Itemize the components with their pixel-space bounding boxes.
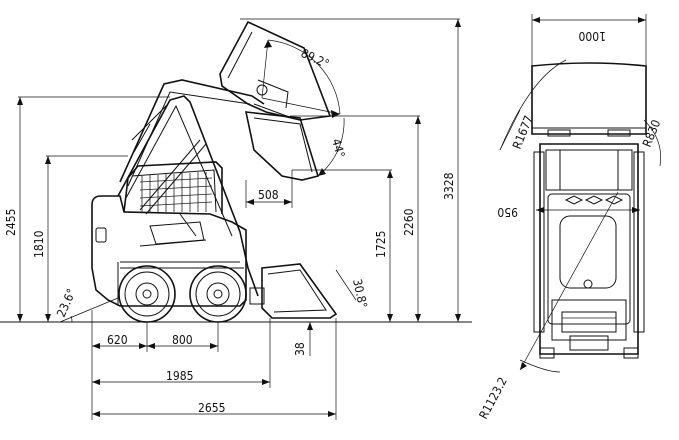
dim-height-3328: 3328: [442, 172, 456, 200]
dim-length-1985: 1985: [166, 369, 193, 383]
dim-line-1725: [387, 170, 393, 322]
dim-angle-30-8: 30.8°: [350, 278, 370, 310]
cab-screen: [139, 172, 213, 212]
chassis-body: [91, 195, 247, 307]
dim-line-1985: [91, 318, 271, 388]
machine-top-body: [539, 143, 639, 355]
bucket-raised: [219, 20, 332, 121]
dim-length-2655: 2655: [198, 401, 225, 415]
dim-height-2455: 2455: [4, 209, 18, 236]
dim-height-2260: 2260: [402, 208, 416, 236]
dim-line-950: [536, 207, 640, 213]
dim-radius-830: R830: [640, 118, 664, 149]
dump-angle-arc: [261, 39, 341, 118]
bucket-dumped: [244, 111, 320, 181]
dim-line-3328: [455, 19, 461, 322]
dim-reach-508: 508: [258, 188, 279, 202]
dim-line-2455: [17, 97, 23, 322]
lift-arm-lowered: [117, 95, 259, 297]
dim-height-1725: 1725: [374, 231, 388, 258]
dim-clearance-38: 38: [293, 342, 307, 356]
dim-line-1000: [531, 14, 647, 66]
dim-line-38: [300, 317, 330, 356]
dim-radius-1123-2: R1123.2: [476, 375, 510, 422]
dim-length-620: 620: [107, 333, 128, 347]
dim-wheelbase-800: 800: [172, 333, 193, 347]
dim-line-800: [147, 322, 219, 352]
dump-angle-44-arc: [317, 117, 345, 177]
radius-arc-1123: [519, 359, 561, 373]
dim-line-2260: [415, 116, 421, 322]
dim-line-2655: [91, 318, 337, 420]
bucket-top: [531, 62, 647, 135]
dim-angle-23-6: 23.6°: [54, 287, 79, 320]
side-view: 89.2° 44° 2455 1810 23.6°: [0, 18, 472, 420]
radius-arc-1677: [499, 59, 567, 151]
dim-width-1000: 1000: [578, 29, 606, 43]
dim-line-620: [91, 310, 148, 352]
dim-line-508: [245, 170, 293, 208]
dim-width-950: 950: [497, 205, 518, 219]
top-view: 1000 950 R1677: [476, 14, 663, 421]
dim-angle-44: 44°: [329, 137, 347, 159]
cab: [123, 161, 223, 214]
rear-wheel: [118, 265, 176, 323]
lift-arm-raised: [119, 79, 265, 183]
front-wheel: [189, 265, 247, 323]
dim-line-1810: [45, 156, 51, 322]
dim-height-1810: 1810: [32, 230, 46, 258]
dim-angle-89-2: 89.2°: [299, 46, 332, 71]
radius-arc-830: [643, 119, 661, 167]
lift-cylinder: [139, 139, 207, 215]
